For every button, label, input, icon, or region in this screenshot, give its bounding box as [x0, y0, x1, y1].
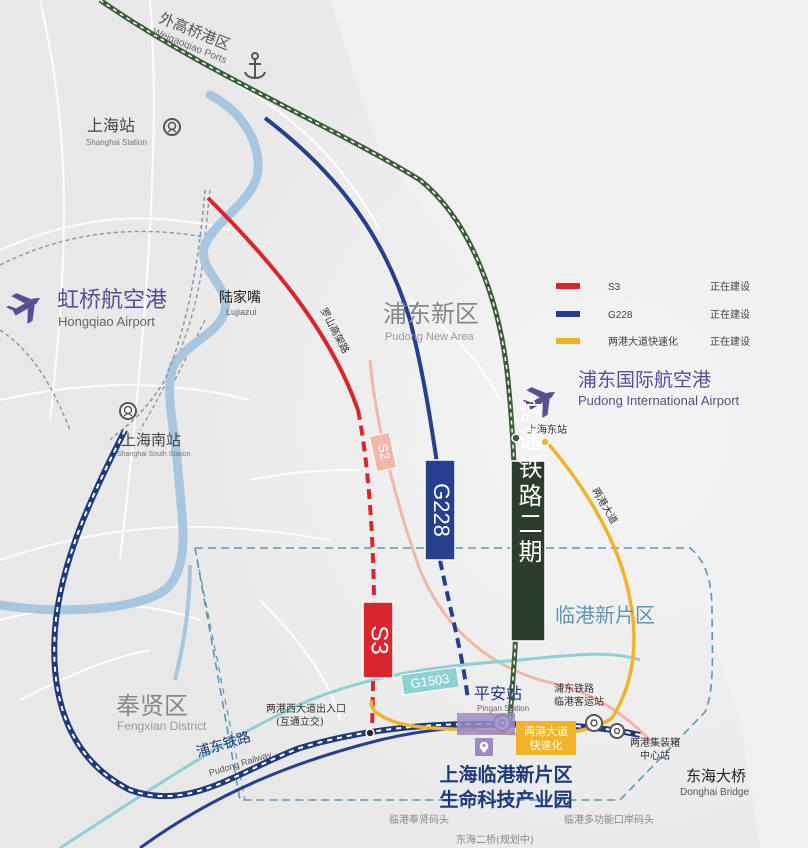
- g228-road-built: [263, 116, 440, 471]
- legend: S3 正在建设 G228 正在建设 两港大道快速化 正在建设: [556, 280, 750, 348]
- donghai-2nd-bridge-label: 东海二桥(规划中): [456, 833, 534, 846]
- lingang-passenger-station-icon: [585, 714, 603, 732]
- interchange-label: 两港西大道出入口: [266, 702, 346, 715]
- legend-item-status: 正在建设: [710, 280, 750, 293]
- shanghai-east-label: 上海东站: [527, 423, 567, 436]
- lingang-passenger-label-2: 临港客运站: [554, 695, 604, 708]
- hongqiao-airport-label: 虹桥航空港: [57, 288, 167, 313]
- pudong-district-label: 浦东新区: [383, 300, 479, 328]
- legend-item-status: 正在建设: [710, 308, 750, 321]
- pudong-district-label-en: Pudong New Area: [385, 331, 475, 343]
- legend-item: 两港大道快速化 正在建设: [556, 335, 750, 348]
- shanghai-station-icon: [163, 118, 181, 136]
- lingang-zone-label: 临港新片区: [555, 603, 655, 627]
- fengxian-label-en: Fengxian District: [117, 719, 207, 733]
- s2-badge-label: S2: [375, 442, 393, 461]
- pudong-airport-label-en: Pudong International Airport: [578, 393, 740, 408]
- pudong-airport-icon: [521, 387, 556, 418]
- fengxian-label: 奉贤区: [116, 692, 188, 720]
- pingan-station-label: 平安站: [474, 684, 522, 703]
- lingang-inner-border: [194, 547, 246, 801]
- g228-road-planned: [438, 559, 470, 701]
- hutong-badge: 沪通铁路二期: [510, 399, 546, 642]
- park-title-line2: 生命科技产业园: [439, 788, 572, 811]
- container-center-label-2: 中心站: [640, 749, 670, 762]
- shanghai-station-label-en: Shanghai Station: [86, 138, 147, 147]
- legend-swatch-s3: [556, 283, 580, 289]
- fengxian-pier-label: 临港奉贤码头: [389, 813, 449, 826]
- shanghai-south-label: 上海南站: [121, 431, 181, 449]
- s3-road-built: [206, 196, 360, 411]
- lianggang-fast-label-2: 快速化: [530, 738, 563, 752]
- donghai-bridge-label-en: Donghai Bridge: [680, 787, 749, 798]
- lianggang-fast-badge: 两港大道 快速化: [516, 721, 576, 755]
- park-title-line1: 上海临港新片区: [439, 763, 572, 786]
- pudong-airport-label: 浦东国际航空港: [578, 369, 711, 391]
- g1503-road: [59, 652, 641, 848]
- legend-item-name: G228: [608, 310, 633, 321]
- lingang-zone-border: [194, 547, 714, 801]
- legend-item: S3 正在建设: [556, 280, 750, 293]
- huangpu-river: [0, 90, 263, 615]
- rail-northwest: [109, 189, 206, 441]
- shanghai-south-station-icon: [119, 402, 137, 420]
- s2-badge: S2: [368, 431, 398, 473]
- hongqiao-airport-label-en: Hongqiao Airport: [58, 314, 155, 329]
- lujiazui-label: 陆家嘴: [219, 289, 261, 306]
- donghai-bridge-label: 东海大桥: [686, 767, 746, 785]
- legend-swatch-lianggang: [556, 338, 580, 344]
- anchor-icon: [244, 52, 266, 79]
- lujiazui-label-en: Lujiazui: [226, 307, 257, 317]
- legend-swatch-g228: [556, 311, 580, 317]
- shanghai-station-label: 上海站: [87, 116, 135, 135]
- hutong-station-node: [511, 433, 521, 443]
- g1503-badge-label: G1503: [410, 671, 451, 691]
- legend-item: G228 正在建设: [556, 308, 750, 321]
- multi-pier-label: 临港多功能口岸码头: [564, 813, 654, 826]
- shanghai-east-station-node: [540, 437, 550, 447]
- s3-badge-label: S3: [366, 625, 393, 654]
- container-center-label-1: 两港集装箱: [630, 736, 680, 749]
- park-area-highlight: [457, 713, 515, 735]
- legend-item-name: 两港大道快速化: [608, 335, 678, 348]
- interchange-label-2: (互通立交): [276, 715, 324, 728]
- street-network: [0, 0, 501, 721]
- legend-item-name: S3: [608, 282, 621, 293]
- pingan-station-label-en: Pingan Station: [477, 704, 529, 713]
- hongqiao-airport-icon: [6, 293, 41, 324]
- huangpu-branch: [173, 564, 192, 681]
- container-center-station-icon: [609, 723, 625, 739]
- g1503-badge: G1503: [400, 666, 460, 696]
- legend-item-status: 正在建设: [710, 335, 750, 348]
- shanghai-south-label-en: Shanghai South Station: [117, 451, 191, 458]
- g228-badge-label: G228: [429, 483, 454, 537]
- lingang-passenger-label-1: 浦东铁路: [554, 682, 594, 695]
- park-location-pin-icon: [475, 738, 493, 756]
- g228-badge: G228: [424, 459, 456, 561]
- lianggang-fast-label-1: 两港大道: [524, 724, 568, 738]
- interchange-node: [365, 728, 375, 738]
- hutong-badge-label: 沪通铁路二期: [514, 399, 542, 567]
- s3-badge: S3: [362, 601, 394, 679]
